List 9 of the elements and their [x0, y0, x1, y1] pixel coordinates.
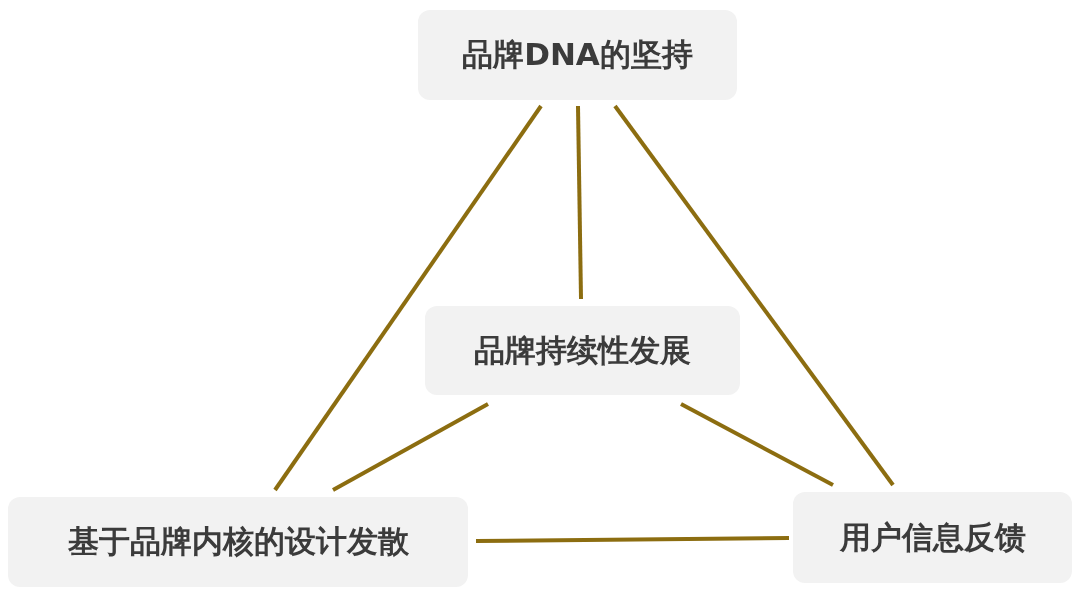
connector-line: [576, 105, 583, 300]
box-label: 基于品牌内核的设计发散: [67, 522, 409, 561]
box-label: 用户信息反馈: [839, 517, 1026, 557]
connector-line: [613, 104, 895, 487]
box-label: 品牌持续性发展: [474, 330, 691, 370]
connector-line: [332, 402, 489, 492]
connector-line: [476, 536, 789, 543]
connector-line: [273, 104, 543, 492]
box-label: 品牌DNA的坚持: [462, 35, 693, 74]
